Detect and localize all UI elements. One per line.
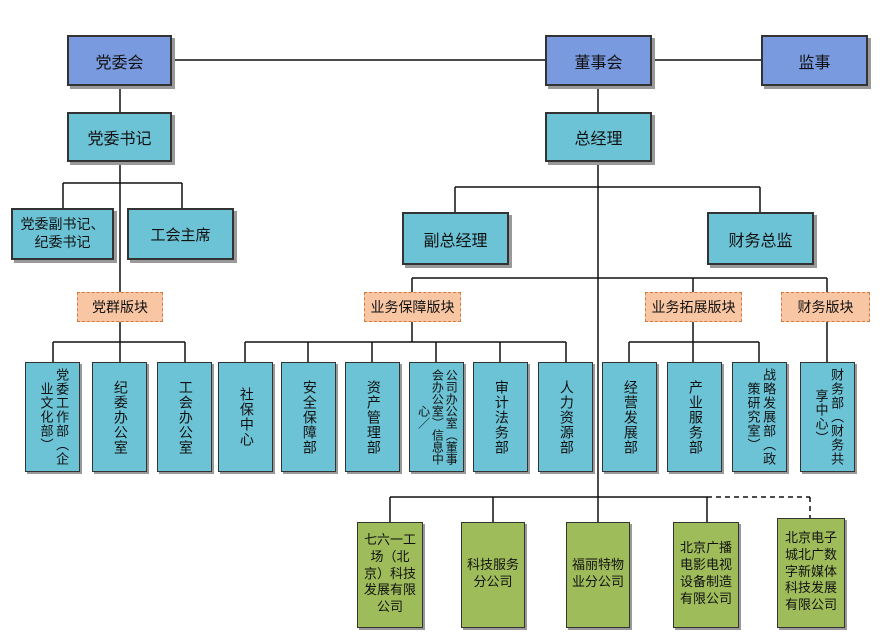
union-chair-box: 工会主席 — [127, 208, 234, 260]
deputy-gm-box: 副总经理 — [402, 212, 509, 265]
dept-operations: 经营发展部 — [602, 362, 657, 472]
board-box: 董事会 — [545, 35, 652, 86]
dept-social-security: 社保中心 — [218, 362, 273, 472]
subsidiary-bj-broadcast-label: 北京广播电影电视设备制造有限公司 — [679, 541, 732, 607]
dept-union-office: 工会办公室 — [157, 362, 212, 472]
party-secretary-label: 党委书记 — [87, 129, 152, 148]
subsidiary-tech-service-label: 科技服务分公司 — [466, 558, 519, 590]
section-business-expansion-label: 业务拓展版块 — [651, 300, 736, 316]
subsidiary-tech-service: 科技服务分公司 — [461, 522, 525, 628]
dept-operations-label: 经营发展部 — [621, 379, 638, 455]
dept-discipline: 纪委办公室 — [92, 362, 147, 472]
subsidiary-fuli-label: 福丽特物业分公司 — [571, 558, 624, 590]
dept-industry-service: 产业服务部 — [667, 362, 722, 472]
section-party-masses: 党群版块 — [77, 292, 163, 322]
subsidiary-qiliuyi-label: 七六一工场（北京）科技发展有限公司 — [363, 532, 416, 616]
dept-company-office: 公司办公室（董事会办公室）信息中心／ — [409, 362, 464, 472]
section-finance-label: 财务版块 — [797, 300, 854, 316]
subsidiary-fuli: 福丽特物业分公司 — [566, 522, 630, 628]
dept-finance: 财务部（财务共享中心） — [800, 362, 855, 472]
deputy-secretary-label: 党委副书记、纪委书记 — [20, 216, 105, 251]
dept-strategy-label: 战略发展部（政策研究室） — [744, 368, 776, 466]
general-manager-label: 总经理 — [574, 129, 623, 148]
dept-assets-label: 资产管理部 — [364, 379, 381, 455]
cfo-label: 财务总监 — [728, 230, 793, 250]
section-party-masses-label: 党群版块 — [92, 300, 148, 316]
dept-assets: 资产管理部 — [345, 362, 400, 472]
deputy-secretary-box: 党委副书记、纪委书记 — [11, 208, 114, 260]
dept-party-work-label: 党委工作部（企业文化部） — [37, 368, 69, 466]
dept-union-office-label: 工会办公室 — [176, 379, 193, 455]
dept-company-office-label: 公司办公室（董事会办公室）信息中心／ — [416, 369, 459, 465]
party-committee-box: 党委会 — [67, 35, 172, 86]
dept-audit-law-label: 审计法务部 — [492, 379, 509, 455]
dept-finance-label: 财务部（财务共享中心） — [812, 368, 844, 466]
section-finance: 财务版块 — [781, 292, 870, 322]
dept-hr: 人力资源部 — [538, 362, 593, 472]
subsidiary-bj-ecity-label: 北京电子城北广数字新媒体科技发展有限公司 — [784, 530, 837, 614]
section-business-support: 业务保障版块 — [364, 292, 461, 322]
party-secretary-box: 党委书记 — [67, 112, 172, 162]
general-manager-box: 总经理 — [545, 112, 652, 162]
section-business-expansion: 业务拓展版块 — [645, 292, 742, 322]
section-business-support-label: 业务保障版块 — [370, 300, 455, 316]
deputy-gm-label: 副总经理 — [423, 230, 488, 250]
dept-social-security-label: 社保中心 — [237, 387, 254, 447]
party-committee-label: 党委会 — [95, 52, 144, 72]
dept-discipline-label: 纪委办公室 — [111, 379, 128, 455]
dept-safety-label: 安全保障部 — [300, 379, 317, 455]
dept-audit-law: 审计法务部 — [473, 362, 528, 472]
dept-industry-service-label: 产业服务部 — [686, 379, 703, 455]
subsidiary-qiliuyi: 七六一工场（北京）科技发展有限公司 — [357, 522, 423, 628]
dept-hr-label: 人力资源部 — [557, 379, 574, 455]
cfo-box: 财务总监 — [707, 212, 814, 265]
dept-strategy: 战略发展部（政策研究室） — [732, 362, 787, 472]
supervisor-label: 监事 — [798, 52, 831, 72]
union-chair-label: 工会主席 — [150, 225, 211, 244]
dept-safety: 安全保障部 — [281, 362, 336, 472]
board-label: 董事会 — [574, 52, 623, 72]
subsidiary-bj-broadcast: 北京广播电影电视设备制造有限公司 — [673, 522, 739, 628]
dept-party-work: 党委工作部（企业文化部） — [25, 362, 80, 472]
subsidiary-bj-ecity: 北京电子城北广数字新媒体科技发展有限公司 — [777, 518, 845, 628]
supervisor-box: 监事 — [761, 35, 868, 86]
